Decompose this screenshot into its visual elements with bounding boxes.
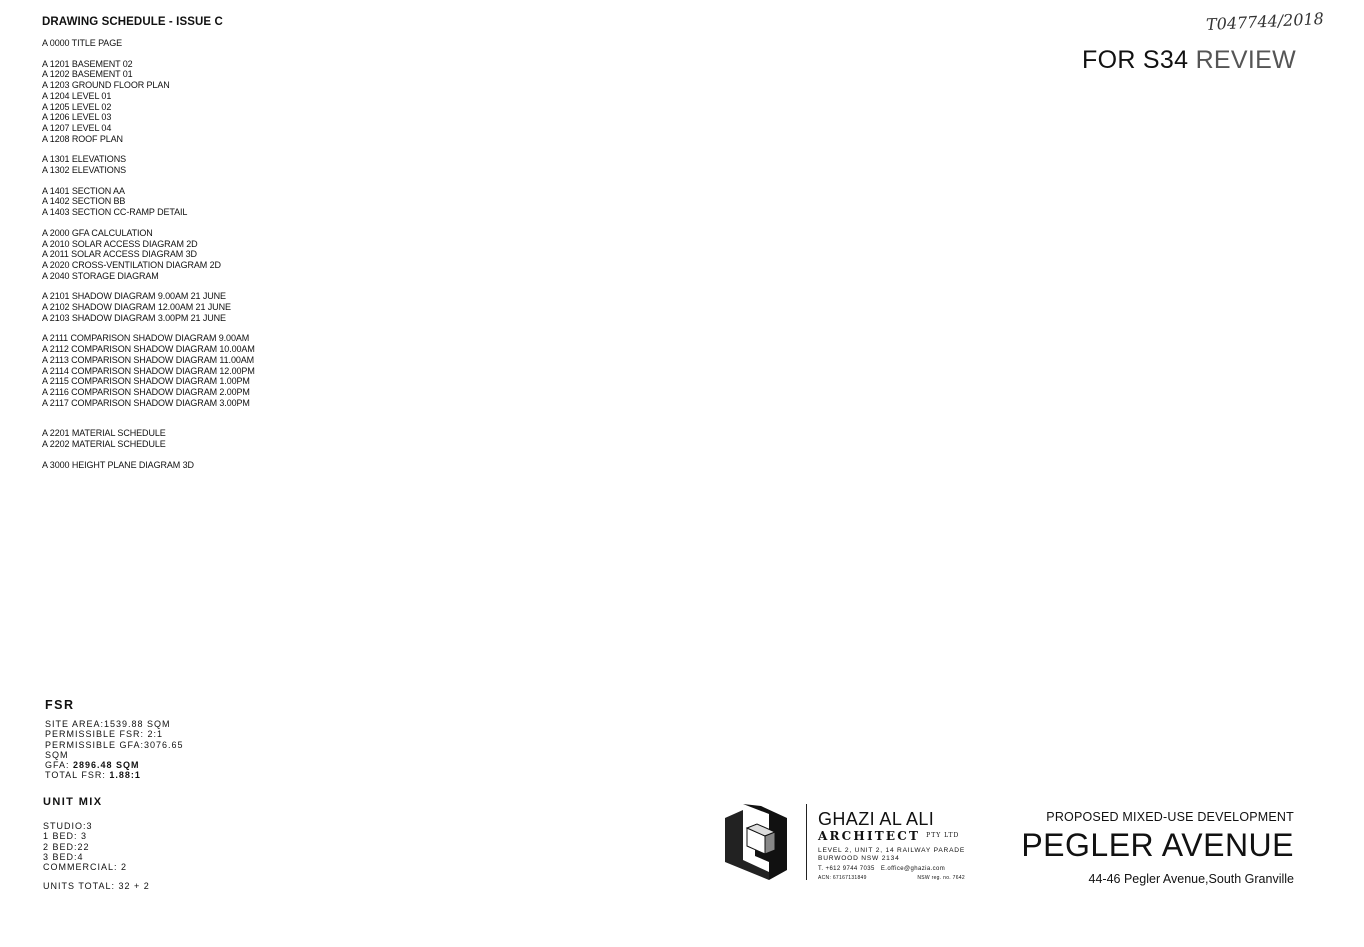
schedule-item: A 3000 HEIGHT PLANE DIAGRAM 3D — [42, 459, 194, 470]
handwritten-reference: T047744/2018 — [1205, 8, 1325, 35]
review-stamp-part2: REVIEW — [1195, 46, 1296, 74]
review-stamp: FOR S34 REVIEW — [1082, 46, 1296, 75]
schedule-item: A 2000 GFA CALCULATION — [42, 227, 153, 238]
permissible-fsr: PERMISSIBLE FSR: 2:1 — [45, 729, 164, 740]
schedule-item: A 1206 LEVEL 03 — [42, 112, 112, 123]
schedule-item: A 2040 STORAGE DIAGRAM — [42, 270, 159, 281]
architect-nsw-reg: NSW reg. no. 7642 — [917, 874, 965, 881]
architect-logo-icon — [725, 804, 787, 880]
permissible-gfa: PERMISSIBLE GFA:3076.65 — [45, 739, 184, 750]
schedule-item: A 1204 LEVEL 01 — [42, 90, 112, 101]
architect-sub: ARCHITECT PTY LTD — [818, 829, 988, 843]
unit-mix-line: COMMERCIAL: 2 — [43, 862, 128, 873]
architect-email: E.office@ghazia.com — [880, 865, 946, 872]
schedule-title: DRAWING SCHEDULE - ISSUE C — [42, 16, 223, 28]
schedule-item: A 1205 LEVEL 02 — [42, 101, 112, 112]
total-fsr-line: TOTAL FSR: 1.88:1 — [45, 770, 245, 780]
architect-address-2: BURWOOD NSW 2134 — [818, 854, 900, 862]
schedule-item: A 1208 ROOF PLAN — [42, 133, 123, 144]
schedule-item: A 2201 MATERIAL SCHEDULE — [42, 428, 166, 439]
site-area: SITE AREA:1539.88 SQM — [45, 719, 171, 729]
architect-registration: ACN: 67167131849 NSW reg. no. 7642 — [818, 873, 965, 883]
fsr-heading: FSR — [45, 698, 75, 712]
schedule-item: A 1201 BASEMENT 02 — [42, 58, 133, 69]
unit-mix-line: 3 BED:4 — [43, 851, 84, 862]
schedule-item: A 2112 COMPARISON SHADOW DIAGRAM 10.00AM — [42, 344, 255, 355]
total-fsr-value: 1.88:1 — [109, 770, 141, 781]
schedule-item: A 1402 SECTION BB — [42, 196, 126, 207]
architect-acn: ACN: 67167131849 — [818, 874, 867, 881]
gfa-line: GFA: 2896.48 SQM — [45, 760, 245, 770]
units-total: UNITS TOTAL: 32 + 2 — [43, 881, 150, 892]
schedule-item: A 2116 COMPARISON SHADOW DIAGRAM 2.00PM — [42, 386, 250, 397]
schedule-item: A 2113 COMPARISON SHADOW DIAGRAM 11.00AM — [42, 354, 255, 365]
schedule-item: A 1401 SECTION AA — [42, 185, 125, 196]
gfa-value: 2896.48 SQM — [73, 760, 140, 771]
project-kicker: PROPOSED MIXED-USE DEVELOPMENT — [1046, 810, 1294, 824]
total-fsr-label: TOTAL FSR: — [45, 770, 110, 781]
schedule-item: A 1202 BASEMENT 01 — [42, 69, 133, 80]
architect-info: GHAZI AL ALI ARCHITECT PTY LTD LEVEL 2, U… — [818, 810, 988, 883]
drawing-schedule: DRAWING SCHEDULE - ISSUE C A 0000 TITLE … — [42, 16, 372, 481]
schedule-item: A 2117 COMPARISON SHADOW DIAGRAM 3.00PM — [42, 397, 250, 408]
architect-contact: T. +612 9744 7035 E.office@ghazia.com — [818, 865, 988, 873]
project-name: PEGLER AVENUE — [1021, 827, 1294, 863]
unit-mix-line: 2 BED:22 — [43, 841, 90, 852]
schedule-item: A 0000 TITLE PAGE — [42, 38, 123, 48]
schedule-item: A 2111 COMPARISON SHADOW DIAGRAM 9.00AM — [42, 333, 250, 344]
schedule-group: A 3000 HEIGHT PLANE DIAGRAM 3D — [42, 460, 372, 471]
review-stamp-part1: FOR S34 — [1082, 46, 1189, 74]
schedule-item: A 2102 SHADOW DIAGRAM 12.00AM 21 JUNE — [42, 302, 231, 313]
schedule-item: A 2011 SOLAR ACCESS DIAGRAM 3D — [42, 249, 197, 260]
gfa-label: GFA: — [45, 760, 74, 771]
architect-name: GHAZI AL ALI — [818, 809, 935, 829]
schedule-item: A 1302 ELEVATIONS — [42, 165, 127, 176]
schedule-item: A 1207 LEVEL 04 — [42, 122, 112, 133]
unit-mix-block: UNIT MIX STUDIO:3 1 BED: 3 2 BED:22 3 BE… — [43, 796, 243, 892]
schedule-item: A 2202 MATERIAL SCHEDULE — [42, 439, 166, 450]
schedule-group: A 0000 TITLE PAGE — [42, 38, 372, 49]
architect-phone: T. +612 9744 7035 — [818, 865, 875, 872]
unit-mix-line: 1 BED: 3 — [43, 831, 88, 842]
project-info: PROPOSED MIXED-USE DEVELOPMENT PEGLER AV… — [1021, 810, 1294, 886]
schedule-item: A 2010 SOLAR ACCESS DIAGRAM 2D — [42, 238, 198, 249]
fsr-block: FSR SITE AREA:1539.88 SQM PERMISSIBLE FS… — [45, 698, 245, 781]
schedule-item: A 2114 COMPARISON SHADOW DIAGRAM 12.00PM — [42, 365, 255, 376]
architect-address-1: LEVEL 2, UNIT 2, 14 RAILWAY PARADE — [818, 847, 966, 854]
unit-mix-heading: UNIT MIX — [43, 796, 103, 808]
schedule-item: A 2115 COMPARISON SHADOW DIAGRAM 1.00PM — [42, 376, 250, 387]
logo-divider — [806, 804, 807, 880]
schedule-item: A 1403 SECTION CC-RAMP DETAIL — [42, 207, 188, 218]
project-address: 44-46 Pegler Avenue,South Granville — [1088, 872, 1294, 886]
unit-mix-line: STUDIO:3 — [43, 821, 93, 831]
schedule-item: A 1203 GROUND FLOOR PLAN — [42, 80, 170, 91]
schedule-item: A 2020 CROSS-VENTILATION DIAGRAM 2D — [42, 259, 221, 270]
schedule-item: A 1301 ELEVATIONS — [42, 154, 127, 165]
architect-pty: PTY LTD — [926, 832, 960, 839]
schedule-item: A 2101 SHADOW DIAGRAM 9.00AM 21 JUNE — [42, 291, 226, 302]
permissible-gfa-unit: SQM — [45, 749, 69, 760]
architect-title: ARCHITECT — [818, 829, 921, 843]
schedule-item: A 2103 SHADOW DIAGRAM 3.00PM 21 JUNE — [42, 312, 226, 323]
